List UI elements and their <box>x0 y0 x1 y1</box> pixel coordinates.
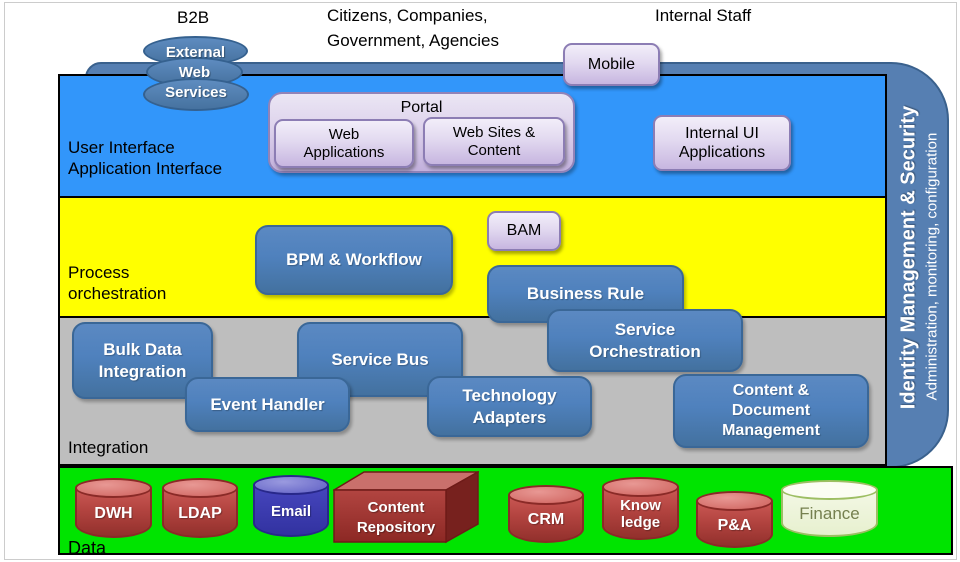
slide-border <box>4 2 957 560</box>
cylinder-top <box>75 478 152 498</box>
store-dwh: DWH <box>75 478 152 538</box>
cube-shape <box>331 470 481 544</box>
store-ldap: LDAP <box>162 478 238 538</box>
mobile-box: Mobile <box>563 43 660 86</box>
service-orchestration-box: Service Orchestration <box>547 309 743 372</box>
internal-ui-applications-box: Internal UI Applications <box>653 115 791 171</box>
cylinder-top <box>781 480 878 500</box>
store-label: Content Repository <box>356 499 436 536</box>
store-label: Finance <box>799 504 860 524</box>
integration-layer-label: Integration <box>68 438 149 457</box>
store-label: DWH <box>94 505 133 523</box>
store-label: Email <box>270 502 312 520</box>
store-crm: CRM <box>508 485 584 543</box>
store-content-repository: Content Repository <box>331 470 481 544</box>
store-label: LDAP <box>178 505 222 523</box>
sidebar-title: Identity Management & Security <box>897 105 920 410</box>
store-label: Know ledge <box>620 497 661 531</box>
store-pa: P&A <box>696 491 773 548</box>
data-layer-label: Data <box>68 538 107 558</box>
cloud-text-external: External <box>165 44 226 61</box>
cylinder-top <box>602 477 679 497</box>
web-sites-content-box: Web Sites & Content <box>423 117 565 166</box>
bpm-workflow-box: BPM & Workflow <box>255 225 453 295</box>
cylinder-top <box>696 491 773 511</box>
cylinder-top <box>253 475 329 495</box>
actor-label-internal-staff: Internal Staff <box>655 6 752 25</box>
process-layer <box>60 196 885 316</box>
store-finance: Finance <box>781 480 878 537</box>
store-label: P&A <box>717 516 752 534</box>
store-email: Email <box>253 475 329 537</box>
event-handler-box: Event Handler <box>185 377 350 432</box>
bam-box: BAM <box>487 211 561 251</box>
actor-label-citizens: Citizens, Companies, Government, Agencie… <box>327 6 499 50</box>
store-knowledge: Know ledge <box>602 477 679 540</box>
cloud-text-services: Services <box>165 84 227 101</box>
cylinder-top <box>508 485 584 505</box>
cylinder-top <box>162 478 238 498</box>
portal-title: Portal <box>400 99 443 116</box>
web-applications-box: Web Applications <box>274 119 414 168</box>
store-label: CRM <box>527 511 565 529</box>
ui-layer-label: User Interface Application Interface <box>68 138 223 179</box>
cloud-ellipse-bottom <box>143 78 249 111</box>
process-layer-label: Process orchestration <box>68 263 167 304</box>
actor-label-b2b: B2B <box>177 8 210 27</box>
technology-adapters-box: Technology Adapters <box>427 376 592 437</box>
content-document-management-box: Content & Document Management <box>673 374 869 448</box>
cloud-text-web: Web <box>178 64 211 81</box>
sidebar-subtitle: Administration, monitoring, configuratio… <box>923 132 941 401</box>
